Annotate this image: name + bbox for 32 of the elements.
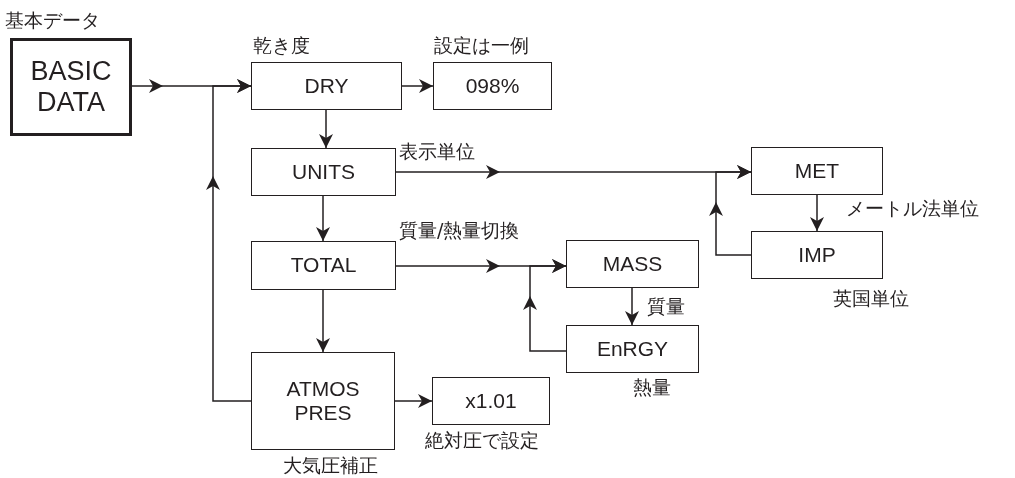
box-label: MET [794, 158, 840, 184]
box-label: x1.01 [465, 388, 517, 414]
box-label: TOTAL [290, 253, 357, 278]
box-label: DRY [304, 73, 349, 99]
caption-label: メートル法単位 [846, 199, 979, 218]
caption-label: 表示単位 [399, 142, 475, 161]
arrow [625, 287, 639, 326]
caption-label: 熱量 [633, 378, 671, 397]
heading-label: 設定は一例 [434, 36, 529, 55]
caption-label: 英国単位 [833, 289, 909, 308]
caption-label: 質量/熱量切換 [399, 221, 520, 240]
arrow [401, 79, 434, 93]
box-label: MASS [602, 251, 663, 277]
arrow [316, 195, 330, 242]
caption-label: 質量 [647, 297, 685, 316]
arrow [810, 194, 824, 232]
box-label: UNITS [292, 159, 355, 185]
caption-label: 大気圧補正 [283, 456, 378, 475]
arrow [316, 289, 330, 353]
arrow [206, 79, 252, 402]
arrow [319, 109, 333, 149]
heading-label: 基本データ [5, 11, 100, 30]
arrow [523, 259, 567, 352]
box-label: BASIC DATA [29, 55, 113, 119]
caption-label: 絶対圧で設定 [425, 431, 539, 450]
arrow [394, 394, 433, 408]
heading-label: 乾き度 [253, 36, 310, 55]
box-label: EnRGY [596, 336, 669, 362]
box-label: 098% [465, 73, 520, 99]
box-label: ATMOS PRES [285, 376, 361, 426]
box-label: IMP [798, 242, 836, 268]
arrow [709, 165, 752, 256]
